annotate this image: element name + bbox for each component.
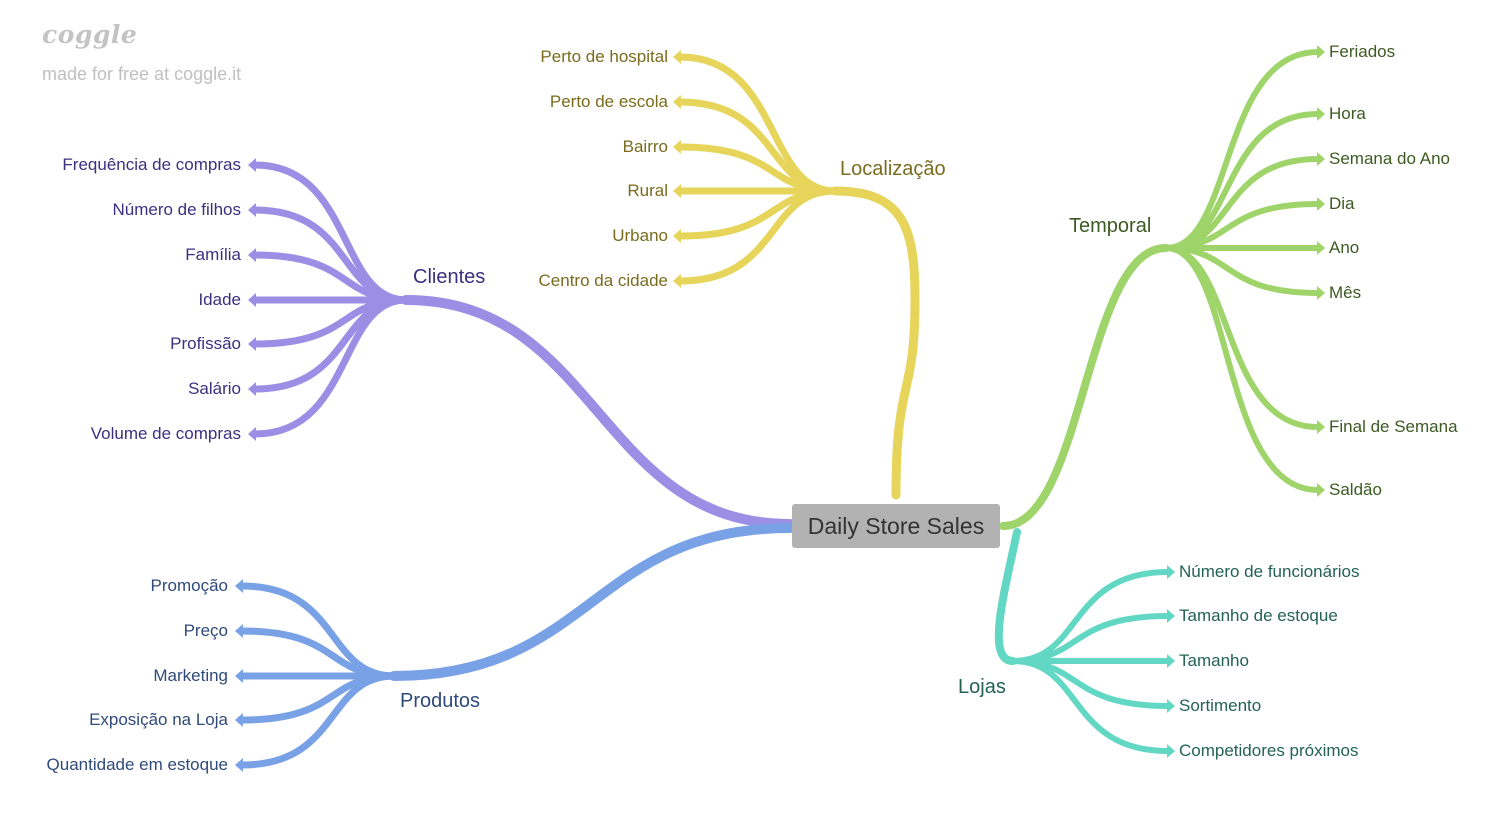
localizacao-leaf-label[interactable]: Bairro — [622, 137, 668, 156]
clientes-leaf-line — [251, 296, 410, 438]
localizacao-leaf-label[interactable]: Centro da cidade — [538, 271, 668, 290]
lojas-leaf-tip — [1167, 744, 1175, 758]
clientes-leaf-tip — [248, 203, 256, 217]
lojas-leaf-tip — [1167, 609, 1175, 623]
localizacao-leaf-tip — [673, 274, 681, 288]
temporal-leaf-tip — [1317, 483, 1325, 497]
produtos-leaf-label[interactable]: Exposição na Loja — [89, 710, 228, 729]
temporal-leaf-label[interactable]: Hora — [1329, 104, 1366, 123]
clientes-leaf-tip — [248, 382, 256, 396]
produtos-branch-line — [389, 523, 795, 681]
localizacao-leaf-tip — [673, 95, 681, 109]
produtos-hub-label[interactable]: Produtos — [400, 690, 481, 712]
localizacao-leaf-label[interactable]: Perto de escola — [549, 92, 668, 111]
lojas-branch-line — [994, 528, 1021, 665]
produtos-leaf-label[interactable]: Marketing — [153, 666, 228, 685]
temporal-leaf-label[interactable]: Feriados — [1329, 42, 1396, 61]
localizacao-hub-label[interactable]: Localização — [840, 158, 946, 180]
clientes-leaf-label[interactable]: Frequência de compras — [62, 155, 241, 174]
localizacao-leaf-line — [676, 187, 839, 285]
localizacao-branch-line — [830, 186, 920, 500]
lojas-hub-label[interactable]: Lojas — [958, 676, 1006, 698]
temporal-leaf-label[interactable]: Saldão — [1329, 480, 1382, 499]
clientes-leaf-label[interactable]: Salário — [188, 379, 241, 398]
temporal-leaf-tip — [1317, 45, 1325, 59]
lojas-leaf-label[interactable]: Sortimento — [1179, 696, 1262, 715]
clientes-leaf-label[interactable]: Profissão — [170, 334, 241, 353]
temporal-hub-label[interactable]: Temporal — [1069, 215, 1152, 237]
lojas-leaf-tip — [1167, 699, 1175, 713]
produtos-leaf-label[interactable]: Promoção — [150, 576, 228, 595]
localizacao-leaf-tip — [673, 50, 681, 64]
clientes-leaf-tip — [248, 337, 256, 351]
temporal-leaf-tip — [1317, 197, 1325, 211]
clientes-leaf-tip — [248, 293, 256, 307]
temporal-leaf-tip — [1317, 420, 1325, 434]
temporal-leaf-line — [1163, 245, 1321, 296]
lojas-leaf-label[interactable]: Tamanho de estoque — [1179, 606, 1338, 625]
localizacao-leaf-tip — [673, 140, 681, 154]
temporal-leaf-line — [1163, 111, 1321, 251]
coggle-logo: coggle — [42, 20, 138, 49]
coggle-tagline: made for free at coggle.it — [42, 64, 242, 84]
temporal-leaf-label[interactable]: Semana do Ano — [1329, 149, 1450, 168]
lojas-leaf-line — [1010, 658, 1171, 754]
localizacao-leaf-tip — [673, 184, 681, 198]
clientes-leaf-label[interactable]: Idade — [198, 290, 241, 309]
produtos-leaf-tip — [235, 758, 243, 772]
clientes-leaf-label[interactable]: Número de filhos — [112, 200, 241, 219]
temporal-branch-line — [999, 244, 1170, 530]
lojas-leaf-label[interactable]: Número de funcionários — [1179, 562, 1360, 581]
localizacao-leaf-label[interactable]: Rural — [627, 181, 668, 200]
localizacao-leaf-line — [676, 53, 839, 195]
temporal-leaf-line — [1163, 245, 1321, 493]
clientes-leaf-tip — [248, 248, 256, 262]
lojas-leaf-label[interactable]: Tamanho — [1179, 651, 1249, 670]
root-node[interactable]: Daily Store Sales — [792, 504, 1000, 548]
produtos-leaf-line — [238, 672, 398, 769]
temporal-leaf-tip — [1317, 152, 1325, 166]
clientes-branch-line — [401, 295, 795, 529]
temporal-leaf-label[interactable]: Final de Semana — [1329, 417, 1458, 436]
produtos-leaf-label[interactable]: Preço — [183, 621, 228, 640]
clientes-leaf-line — [251, 161, 410, 304]
temporal-leaf-label[interactable]: Ano — [1329, 238, 1360, 257]
clientes-leaf-tip — [248, 427, 256, 441]
temporal-leaf-tip — [1317, 286, 1325, 300]
clientes-leaf-tip — [248, 158, 256, 172]
clientes-hub-label[interactable]: Clientes — [413, 266, 486, 288]
temporal-leaf-tip — [1317, 241, 1325, 255]
localizacao-leaf-label[interactable]: Urbano — [612, 226, 668, 245]
produtos-leaf-tip — [235, 669, 243, 683]
lojas-leaf-tip — [1167, 654, 1175, 668]
clientes-leaf-label[interactable]: Família — [185, 245, 241, 264]
temporal-leaf-label[interactable]: Dia — [1329, 194, 1355, 213]
produtos-leaf-label[interactable]: Quantidade em estoque — [46, 755, 228, 774]
produtos-leaf-tip — [235, 624, 243, 638]
produtos-leaf-tip — [235, 579, 243, 593]
lojas-leaf-tip — [1167, 565, 1175, 579]
localizacao-leaf-label[interactable]: Perto de hospital — [540, 47, 668, 66]
temporal-leaf-label[interactable]: Mês — [1329, 283, 1362, 302]
produtos-leaf-tip — [235, 713, 243, 727]
lojas-leaf-label[interactable]: Competidores próximos — [1179, 741, 1359, 760]
temporal-leaf-tip — [1317, 107, 1325, 121]
clientes-leaf-label[interactable]: Volume de compras — [90, 424, 241, 443]
localizacao-leaf-tip — [673, 229, 681, 243]
